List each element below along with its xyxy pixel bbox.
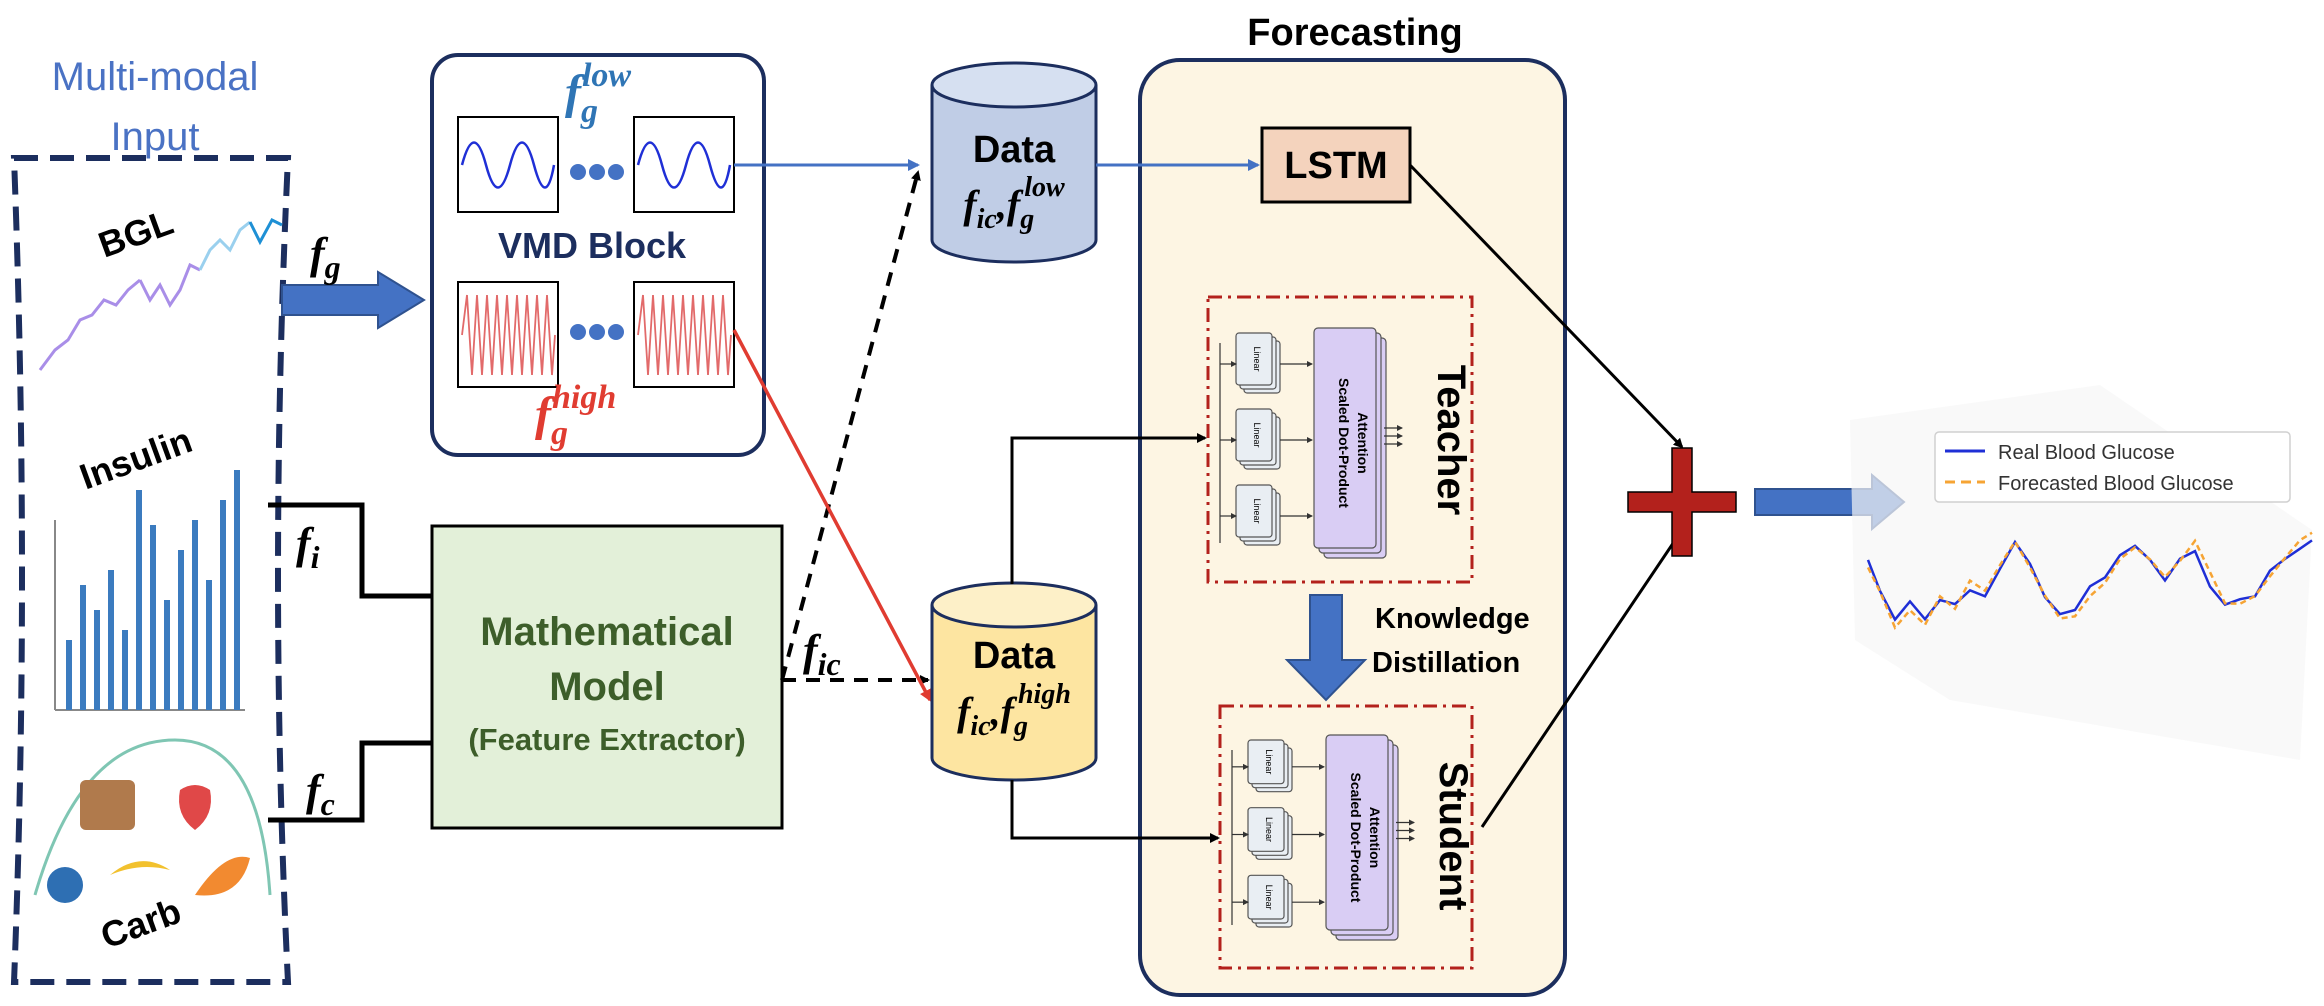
- carb-label: Carb: [95, 890, 186, 957]
- student-frame: [1218, 704, 1474, 970]
- math-model-line2: Model: [549, 665, 665, 709]
- ellipsis-dot: [570, 324, 586, 340]
- student-to-plus-connector: [1480, 528, 1684, 828]
- orange-slice-icon: [195, 856, 250, 896]
- attention-label-line1: Scaled Dot-Product: [1348, 773, 1364, 903]
- lstm-to-plus-connector: [1408, 163, 1684, 449]
- math-model-line1: Mathematical: [480, 610, 733, 654]
- bgl-label: BGL: [93, 201, 178, 266]
- forecast-glucose-trace: [1866, 531, 2313, 630]
- attention-label-line1: Scaled Dot-Product: [1336, 378, 1352, 508]
- legend-forecast-label: Forecasted Blood Glucose: [1998, 473, 2234, 495]
- fg-block-arrow: [281, 270, 426, 330]
- teacher-label: Teacher: [1429, 365, 1473, 515]
- data-high-title: Data: [973, 635, 1056, 677]
- plus-icon: [1627, 447, 1737, 557]
- blueberry-icon: [47, 867, 83, 903]
- student-label: Student: [1431, 762, 1475, 911]
- lstm-box: [1260, 126, 1412, 204]
- linear-layer-label: Linear: [1252, 498, 1262, 523]
- multimodal-title-line1: Multi-modal: [52, 55, 259, 99]
- ellipsis-dot: [570, 164, 586, 180]
- data-low-features: fic,fglow: [963, 172, 1065, 235]
- teacher-frame: [1206, 295, 1474, 584]
- kd-label-line2: Distillation: [1372, 647, 1520, 679]
- mathematical-model-box: Mathematical Model (Feature Extractor): [430, 524, 784, 830]
- linear-layer-label: Linear: [1264, 885, 1274, 910]
- data-to-teacher-connector: [1010, 433, 1207, 584]
- multimodal-input-section: Multi-modal Input BGL Insulin: [10, 55, 292, 985]
- linear-layer-label: Linear: [1252, 346, 1262, 371]
- data-to-student-connector: [1010, 780, 1220, 843]
- fc-label: fc: [306, 766, 335, 822]
- insulin-thumbnail: Insulin: [54, 419, 245, 711]
- forecast-output-plot: Real Blood Glucose Forecasted Blood Gluc…: [1850, 385, 2313, 760]
- fg-label: fg: [310, 229, 341, 285]
- linear-layer-label: Linear: [1264, 817, 1274, 842]
- high-frequency-plot-right: [633, 281, 735, 388]
- ellipsis-dot: [589, 324, 605, 340]
- ellipsis-dot: [608, 164, 624, 180]
- strawberry-icon: [179, 785, 211, 830]
- forecasting-title: Forecasting: [1247, 12, 1462, 54]
- input-dashed-border: [10, 155, 292, 985]
- knowledge-distillation-arrow: [1284, 594, 1368, 702]
- attention-label-line2: Attention: [1367, 807, 1383, 868]
- fic-to-data-low-connector: [780, 170, 921, 681]
- multimodal-title-line2: Input: [111, 115, 200, 159]
- data-low-title: Data: [973, 129, 1056, 171]
- bread-icon: [80, 780, 135, 830]
- banana-icon: [110, 861, 170, 875]
- insulin-label: Insulin: [74, 419, 197, 497]
- vmd-block-title: VMD Block: [498, 225, 687, 266]
- fi-label: fi: [296, 519, 320, 575]
- kd-label-line1: Knowledge: [1375, 603, 1530, 635]
- fc-connector: [268, 738, 457, 823]
- real-glucose-trace: [1866, 539, 2313, 622]
- ellipsis-dot: [608, 324, 624, 340]
- vmd-low-label: fglow: [565, 57, 631, 130]
- lstm-label: LSTM: [1284, 145, 1387, 187]
- high-frequency-plot-left: [457, 281, 559, 388]
- low-frequency-plot-right: [633, 116, 735, 213]
- linear-layer-label: Linear: [1264, 749, 1274, 774]
- fic-label: fic: [803, 626, 841, 682]
- forecasting-panel: Forecasting LSTM LinearLinearLinearScale…: [1138, 12, 1567, 997]
- data-high-cylinder: Data fic,fghigh: [930, 581, 1098, 782]
- fi-connector: [268, 502, 457, 601]
- carb-thumbnail: Carb: [33, 738, 272, 957]
- vmd-high-label: fghigh: [535, 379, 616, 452]
- bgl-thumbnail: BGL: [38, 201, 283, 371]
- math-model-line3: (Feature Extractor): [468, 722, 745, 757]
- legend-box: [1934, 431, 2291, 503]
- data-low-cylinder: Data fic,fglow: [930, 61, 1098, 264]
- linear-layer-label: Linear: [1252, 422, 1262, 447]
- ellipsis-dot: [589, 164, 605, 180]
- vmd-block: fglow VMD Block fghigh: [430, 53, 766, 457]
- legend-real-label: Real Blood Glucose: [1998, 442, 2175, 464]
- high-freq-to-data-connector: [732, 329, 932, 702]
- attention-label-line2: Attention: [1355, 412, 1371, 473]
- data-high-features: fic,fghigh: [957, 679, 1071, 742]
- low-frequency-plot-left: [457, 116, 559, 213]
